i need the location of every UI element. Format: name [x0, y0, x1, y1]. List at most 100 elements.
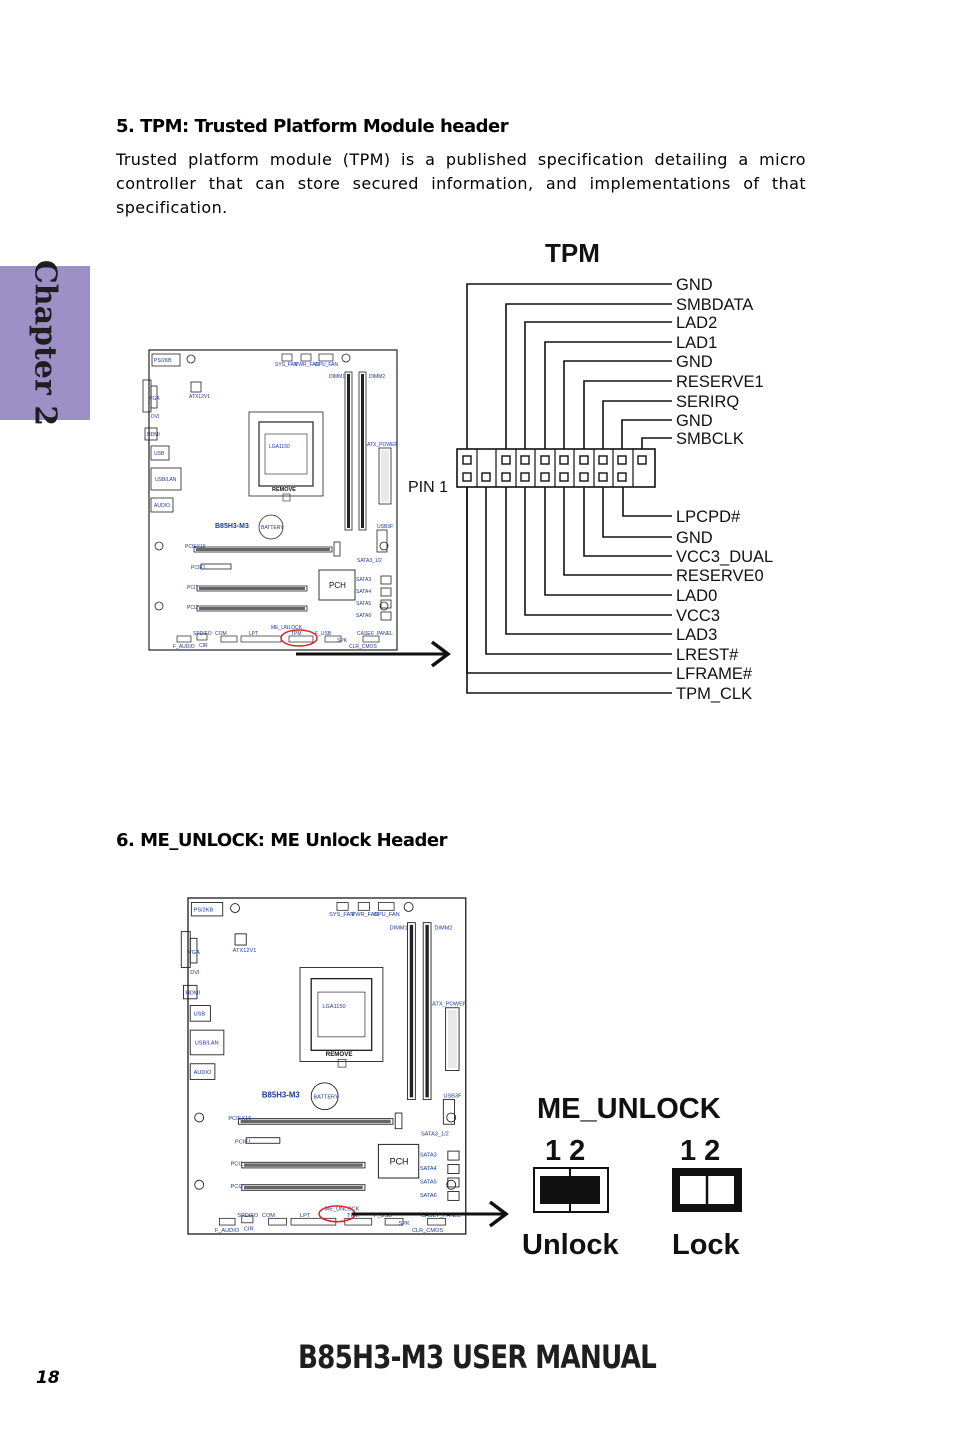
label-clr-cmos: CLR_CMOS [349, 644, 377, 650]
label-f-usb-2: F_USB [374, 1213, 392, 1219]
pin-label-bottom-1: GND [676, 529, 713, 547]
label-sata6-2: SATA6 [420, 1193, 437, 1199]
label-dimm2: DIMM2 [369, 374, 385, 380]
label-battery-2: BATTERY [313, 1094, 339, 1100]
label-sata3: SATA3 [356, 577, 371, 583]
label-audio: AUDIO [154, 503, 170, 509]
pin-label-top-6: SERIRQ [676, 393, 739, 411]
label-sata6: SATA6 [356, 613, 371, 619]
pin-label-top-1: SMBDATA [676, 296, 753, 314]
label-pciex16-2: PCIEX16 [228, 1116, 251, 1122]
section-5-title: 5. TPM: Trusted Platform Module header [116, 116, 509, 137]
label-sata3-12-2: SATA3_1/2 [421, 1131, 449, 1137]
label-pch-2: PCH [390, 1157, 409, 1167]
pin-label-bottom-0: LPCPD# [676, 508, 741, 526]
label-tpm: TPM [291, 631, 302, 637]
pin-label-bottom-7: LREST# [676, 646, 739, 664]
label-dimm1-2: DIMM1 [390, 925, 408, 931]
label-pci1-2: PCI1 [231, 1162, 243, 1168]
label-cir: CIR [199, 643, 208, 649]
tpm-header-title: TPM [545, 238, 600, 268]
tpm-pin-header [456, 448, 656, 488]
pin-label-top-0: GND [676, 276, 713, 294]
page-number: 18 [36, 1368, 60, 1388]
label-spdif-2: SPDIFO [237, 1213, 258, 1219]
pin-label-bottom-2: VCC3_DUAL [676, 548, 773, 566]
label-cpu-fan: CPU_FAN [315, 362, 338, 368]
label-usblan-2: USB/LAN [195, 1041, 219, 1047]
pin-label-bottom-8: LFRAME# [676, 665, 753, 683]
pin-label-top-2: LAD2 [676, 314, 717, 332]
label-sys-fan-2: SYS_FAN [329, 912, 354, 918]
label-lga-2: LGA1150 [322, 1004, 345, 1010]
label-dvi-2: DVI [190, 970, 200, 976]
label-spk: SPK [337, 638, 348, 644]
pin-label-bottom-4: LAD0 [676, 587, 717, 605]
pin-label-bottom-5: VCC3 [676, 607, 720, 625]
label-pcie1-2: PCIE1 [235, 1139, 251, 1145]
label-vga: VGA [149, 396, 160, 402]
label-atx12v1-2: ATX12V1 [233, 948, 257, 954]
label-remove: REMOVE [272, 487, 296, 493]
label-atx-power: ATX_POWER [367, 442, 398, 448]
label-atx-power-2: ATX_POWER [432, 1002, 467, 1008]
unlock-pin-numbers: 1 2 [545, 1135, 585, 1167]
label-com-2: COM [262, 1213, 275, 1219]
label-sata3-2: SATA3 [420, 1153, 437, 1159]
label-pciex16: PCIEX16 [185, 544, 206, 550]
motherboard-diagram-me-unlock: PS/2KB ATX12V1 VGA DVI HDMI USB USB/LAN … [180, 897, 467, 1235]
pin-label-bottom-6: LAD3 [676, 626, 717, 644]
label-me-unlock-2: ME_UNLOCK [325, 1206, 360, 1212]
pin-label-top-4: GND [676, 353, 713, 371]
pin-label-top-3: LAD1 [676, 334, 717, 352]
label-sys-fan: SYS_FAN [275, 362, 298, 368]
label-model: B85H3-M3 [215, 523, 249, 530]
pin-label-top-5: RESERVE1 [676, 373, 764, 391]
label-sata3-12: SATA3_1/2 [357, 558, 382, 564]
label-hdmi: HDMI [147, 432, 160, 438]
motherboard-diagram-tpm: PS/2KB ATX12V1 VGA DVI HDMI USB USB/LAN … [142, 349, 398, 651]
label-ps2kb-2: PS/2KB [194, 907, 214, 913]
label-dimm1: DIMM1 [329, 374, 345, 380]
label-spk-2: SPK [399, 1221, 410, 1227]
label-me-unlock: ME_UNLOCK [271, 625, 303, 631]
label-lga: LGA1150 [269, 444, 290, 450]
label-usb3f: USB3F [377, 524, 393, 530]
label-sata4-2: SATA4 [420, 1166, 437, 1172]
label-audio-2: AUDIO [194, 1070, 212, 1076]
tpm-arrow-head [430, 640, 451, 668]
label-spdif: SPDIFO [193, 631, 212, 637]
label-case-2: CASE [421, 1213, 437, 1219]
tpm-diagram: PS/2KB ATX12V1 VGA DVI HDMI USB USB/LAN … [142, 238, 773, 703]
unlock-label: Unlock [522, 1229, 620, 1261]
label-f-panel-2: F_PANEL [437, 1213, 461, 1219]
me-unlock-arrow-head [488, 1200, 509, 1228]
label-lpt: LPT [249, 631, 258, 637]
label-clr-cmos-2: CLR_CMOS [412, 1228, 443, 1234]
tpm-description: Trusted platform module (TPM) is a publi… [116, 150, 806, 217]
label-f-usb: F_USB [315, 631, 332, 637]
label-pcie1: PCIE1 [191, 565, 206, 571]
label-case: CASE [357, 631, 371, 637]
label-lpt-2: LPT [300, 1213, 311, 1219]
lock-jumper [672, 1168, 742, 1212]
tpm-pin-labels: GND SMBDATA LAD2 LAD1 GND RESERVE1 SERIR… [676, 276, 773, 703]
label-sata5: SATA5 [356, 601, 371, 607]
label-usblan: USB/LAN [155, 477, 177, 483]
label-com: COM [215, 631, 227, 637]
label-f-audio-2: F_AUDIO [215, 1228, 240, 1234]
label-f-audio: F_AUDIO [173, 644, 195, 650]
pin-label-bottom-3: RESERVE0 [676, 567, 764, 585]
lock-label: Lock [672, 1229, 741, 1261]
label-remove-2: REMOVE [326, 1051, 353, 1058]
label-ps2kb: PS/2KB [154, 358, 172, 364]
manual-title: B85H3-M3 USER MANUAL [297, 1338, 657, 1376]
label-cpu-fan-2: CPU_FAN [374, 912, 400, 918]
label-dvi: DVI [151, 414, 159, 420]
chapter-tab: Chapter 2 [0, 260, 90, 426]
label-pch: PCH [329, 581, 346, 590]
label-pci2-2: PCI2 [231, 1184, 243, 1190]
me-unlock-diagram: PS/2KB ATX12V1 VGA DVI HDMI USB USB/LAN … [180, 897, 742, 1261]
label-hdmi-2: HDMI [186, 990, 201, 996]
label-usb-2: USB [194, 1012, 206, 1018]
